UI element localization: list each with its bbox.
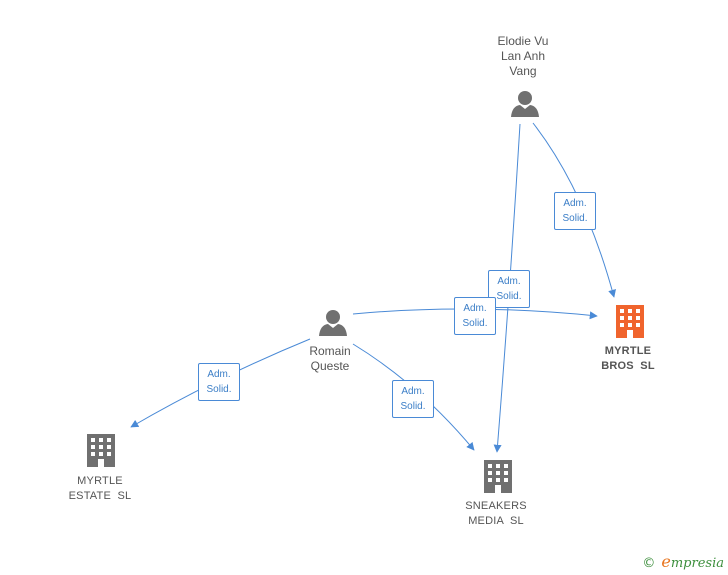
edge-label-elodie-bros[interactable]: Adm. Solid. bbox=[554, 192, 596, 230]
node-label-line: Elodie Vu bbox=[497, 34, 549, 48]
node-label-line: ESTATE SL bbox=[68, 490, 132, 502]
node-label-line: Lan Anh bbox=[500, 49, 546, 63]
node-label-line: Vang bbox=[509, 64, 537, 78]
edge-label-romain-bros[interactable]: Adm. Solid. bbox=[454, 297, 496, 335]
node-label-line: Romain bbox=[309, 344, 351, 358]
copyright-icon: © bbox=[642, 556, 656, 571]
person-icon[interactable] bbox=[511, 91, 539, 117]
edge-label-line: Solid. bbox=[562, 213, 588, 224]
person-icon[interactable] bbox=[319, 310, 347, 336]
building-icon[interactable] bbox=[484, 460, 512, 493]
edge-label-line: Solid. bbox=[496, 291, 522, 302]
node-label-line: BROS SL bbox=[601, 360, 655, 372]
edge-label-line: Adm. bbox=[401, 386, 425, 397]
edge-label-line: Adm. bbox=[463, 303, 487, 314]
building-icon[interactable] bbox=[87, 434, 115, 467]
edge-label-line: Solid. bbox=[400, 401, 426, 412]
edge-label-line: Solid. bbox=[206, 384, 232, 395]
node-label-elodie[interactable]: Elodie Vu Lan Anh Vang bbox=[498, 34, 549, 79]
edge-label-romain-sneakers[interactable]: Adm. Solid. bbox=[392, 380, 434, 418]
brand-logo[interactable]: © empresia bbox=[642, 552, 724, 571]
node-label-romain[interactable]: Romain Queste bbox=[309, 344, 350, 374]
node-label-sneakers[interactable]: SNEAKERS MEDIA SL bbox=[465, 499, 527, 529]
brand-initial: e bbox=[661, 552, 671, 571]
node-label-line: SNEAKERS bbox=[465, 500, 527, 512]
node-label-myrtle-bros[interactable]: MYRTLE BROS SL bbox=[601, 344, 655, 374]
node-label-line: MYRTLE bbox=[77, 475, 123, 487]
edge-label-line: Adm. bbox=[563, 198, 587, 209]
building-icon[interactable] bbox=[616, 305, 644, 338]
edge-label-line: Adm. bbox=[207, 369, 231, 380]
node-label-line: Queste bbox=[310, 359, 350, 373]
node-label-line: MEDIA SL bbox=[468, 515, 524, 527]
edge-label-line: Adm. bbox=[497, 276, 521, 287]
edge-label-romain-estate[interactable]: Adm. Solid. bbox=[198, 363, 240, 401]
edge-label-line: Solid. bbox=[462, 318, 488, 329]
node-label-myrtle-estate[interactable]: MYRTLE ESTATE SL bbox=[69, 474, 132, 504]
brand-name: mpresia bbox=[670, 556, 724, 571]
node-label-line: MYRTLE bbox=[604, 345, 652, 357]
